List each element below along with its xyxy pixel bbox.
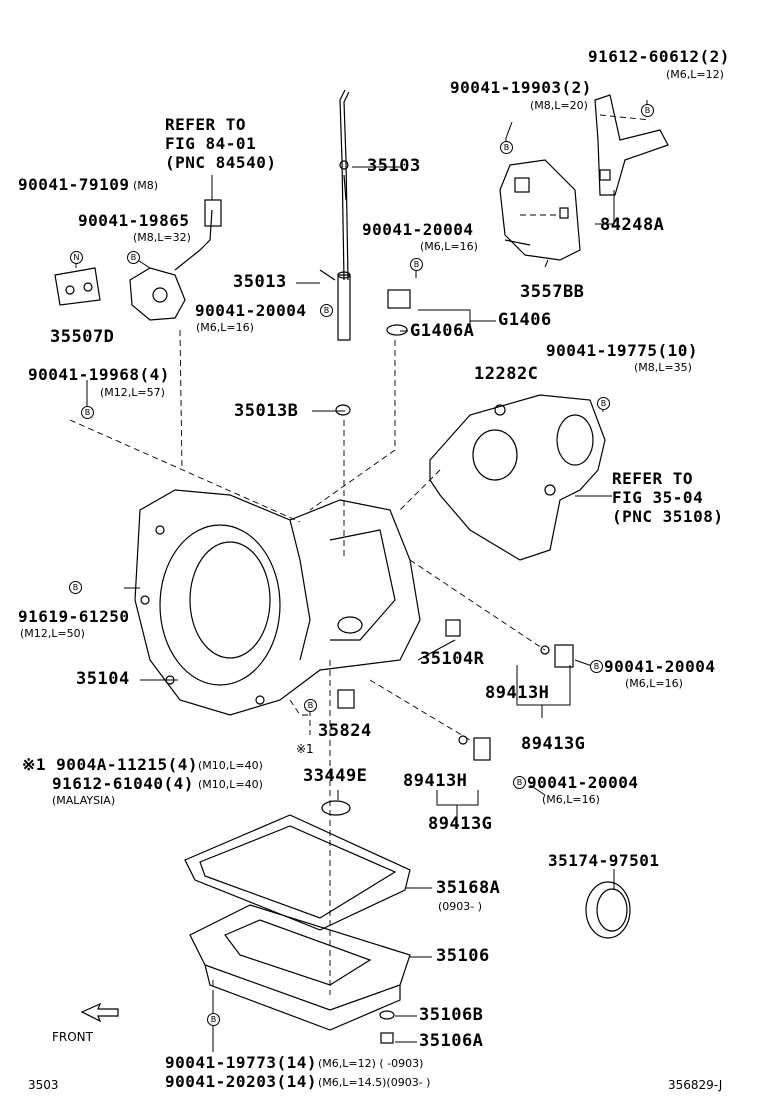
bottom-line-2: 90041-20203(14) — [165, 1072, 317, 1091]
callout-marker-b: B — [81, 406, 94, 419]
part-G1406A: G1406A — [410, 321, 475, 341]
part-90041-20004-a: 90041-20004 — [362, 220, 474, 239]
drain-plug-illustration — [380, 1032, 394, 1044]
part-90041-19903: 90041-19903(2) — [450, 78, 592, 97]
part-90041-19968-spec: (M12,L=57) — [100, 386, 165, 399]
part-35168A-spec: (0903- ) — [438, 900, 483, 913]
part-G1406: G1406 — [498, 310, 552, 330]
callout-marker-b: B — [590, 660, 603, 673]
sensor-G1406-illustration — [386, 289, 411, 336]
callout-marker-n: N — [70, 251, 83, 264]
callout-marker-b: B — [513, 776, 526, 789]
part-35104: 35104 — [76, 669, 130, 689]
refer-fig-35-line-1: REFER TO — [612, 469, 694, 488]
callout-marker-b: B — [207, 1013, 220, 1026]
part-35174-97501: 35174-97501 — [548, 851, 660, 870]
part-90041-79109: 90041-79109 — [18, 175, 130, 194]
part-90041-20004-b-spec: (M6,L=16) — [196, 321, 254, 334]
part-35507D: 35507D — [50, 327, 115, 347]
part-91612-60612-spec: (M6,L=12) — [666, 68, 724, 81]
part-35013: 35013 — [233, 272, 287, 292]
part-35106A: 35106A — [419, 1031, 484, 1051]
callout-marker-b: B — [410, 258, 423, 271]
refer-fig-84-line-1: REFER TO — [165, 115, 247, 134]
drain-gasket-illustration — [379, 1010, 395, 1020]
front-label: FRONT — [52, 1030, 93, 1044]
part-90041-20004-a-spec: (M6,L=16) — [420, 240, 478, 253]
part-89413G-lower: 89413G — [428, 814, 493, 834]
speed-sensor-lower-illustration — [458, 735, 491, 761]
refer-fig-35-line-3: (PNC 35108) — [612, 507, 724, 526]
part-90041-19775-spec: (M8,L=35) — [634, 361, 692, 374]
callout-marker-b: B — [127, 251, 140, 264]
collar-illustration — [337, 689, 355, 709]
extension-housing-illustration — [429, 394, 606, 561]
part-89413H-lower: 89413H — [403, 771, 468, 791]
part-35824: 35824 — [318, 721, 372, 741]
bracket-84248A-illustration — [594, 94, 669, 196]
note-line-3: (MALAYSIA) — [52, 794, 116, 807]
part-90041-20004-c-spec: (M6,L=16) — [625, 677, 683, 690]
part-89413G-upper: 89413G — [521, 734, 586, 754]
note-line-2: 91612-61040(4) — [52, 774, 194, 793]
callout-marker-b: B — [641, 104, 654, 117]
part-90041-20004-d-spec: (M6,L=16) — [542, 793, 600, 806]
oring-illustration — [321, 800, 351, 816]
oil-pan-illustration — [189, 904, 411, 1031]
callout-marker-b: B — [69, 581, 82, 594]
dipstick-tube-illustration — [319, 269, 351, 341]
refer-fig-84-line-3: (PNC 84540) — [165, 153, 277, 172]
part-35103: 35103 — [367, 156, 421, 176]
part-33449E: 33449E — [303, 766, 368, 786]
footer-figure-number: 3503 — [28, 1078, 59, 1092]
part-90041-19903-spec: (M8,L=20) — [530, 99, 588, 112]
footer-drawing-id: 356829-J — [668, 1078, 723, 1092]
bracket-3557BB-illustration — [499, 159, 581, 261]
note-mark-1: ※1 — [296, 742, 314, 756]
front-arrow-shape — [80, 1002, 119, 1023]
part-35106: 35106 — [436, 946, 490, 966]
note-line-2-spec: (M10,L=40) — [198, 778, 263, 791]
part-90041-19775: 90041-19775(10) — [546, 341, 698, 360]
refer-fig-84-line-2: FIG 84-01 — [165, 134, 257, 153]
note-line-1-spec: (M10,L=40) — [198, 759, 263, 772]
neutral-switch-illustration — [54, 199, 222, 321]
part-90041-20004-b: 90041-20004 — [195, 301, 307, 320]
part-91619-61250: 91619-61250 — [18, 607, 130, 626]
part-90041-20004-c: 90041-20004 — [604, 657, 716, 676]
part-35106B: 35106B — [419, 1005, 484, 1025]
part-90041-19865: 90041-19865 — [78, 211, 190, 230]
bottom-line-1: 90041-19773(14) — [165, 1053, 317, 1072]
part-84248A: 84248A — [600, 215, 665, 235]
speed-sensor-upper-illustration — [540, 644, 574, 668]
part-35013B: 35013B — [234, 401, 299, 421]
refer-fig-35-line-2: FIG 35-04 — [612, 488, 704, 507]
part-35168A: 35168A — [436, 878, 501, 898]
part-91612-60612: 91612-60612(2) — [588, 47, 730, 66]
part-90041-19865-spec: (M8,L=32) — [133, 231, 191, 244]
part-35104R: 35104R — [420, 649, 485, 669]
bottom-line-2-spec: (M6,L=14.5)(0903- ) — [318, 1076, 431, 1089]
note-line-1: ※1 9004A-11215(4) — [22, 755, 199, 774]
callout-marker-b: B — [304, 699, 317, 712]
grommet-illustration — [335, 404, 351, 416]
transmission-case-illustration — [134, 489, 421, 716]
part-91619-61250-spec: (M12,L=50) — [20, 627, 85, 640]
part-90041-79109-spec: (M8) — [133, 179, 159, 192]
oil-seal-illustration — [585, 881, 631, 939]
part-3557BB: 3557BB — [520, 282, 585, 302]
callout-marker-b: B — [597, 397, 610, 410]
callout-marker-b: B — [320, 304, 333, 317]
part-89413H-upper: 89413H — [485, 683, 550, 703]
dipstick-illustration — [339, 89, 350, 281]
callout-marker-b: B — [500, 141, 513, 154]
breather-illustration — [445, 619, 461, 637]
oil-pan-gasket-illustration — [184, 814, 411, 931]
part-90041-19968: 90041-19968(4) — [28, 365, 170, 384]
bottom-line-1-spec: (M6,L=12) ( -0903) — [318, 1057, 424, 1070]
part-90041-20004-d: 90041-20004 — [527, 773, 639, 792]
part-12282C: 12282C — [474, 364, 539, 384]
